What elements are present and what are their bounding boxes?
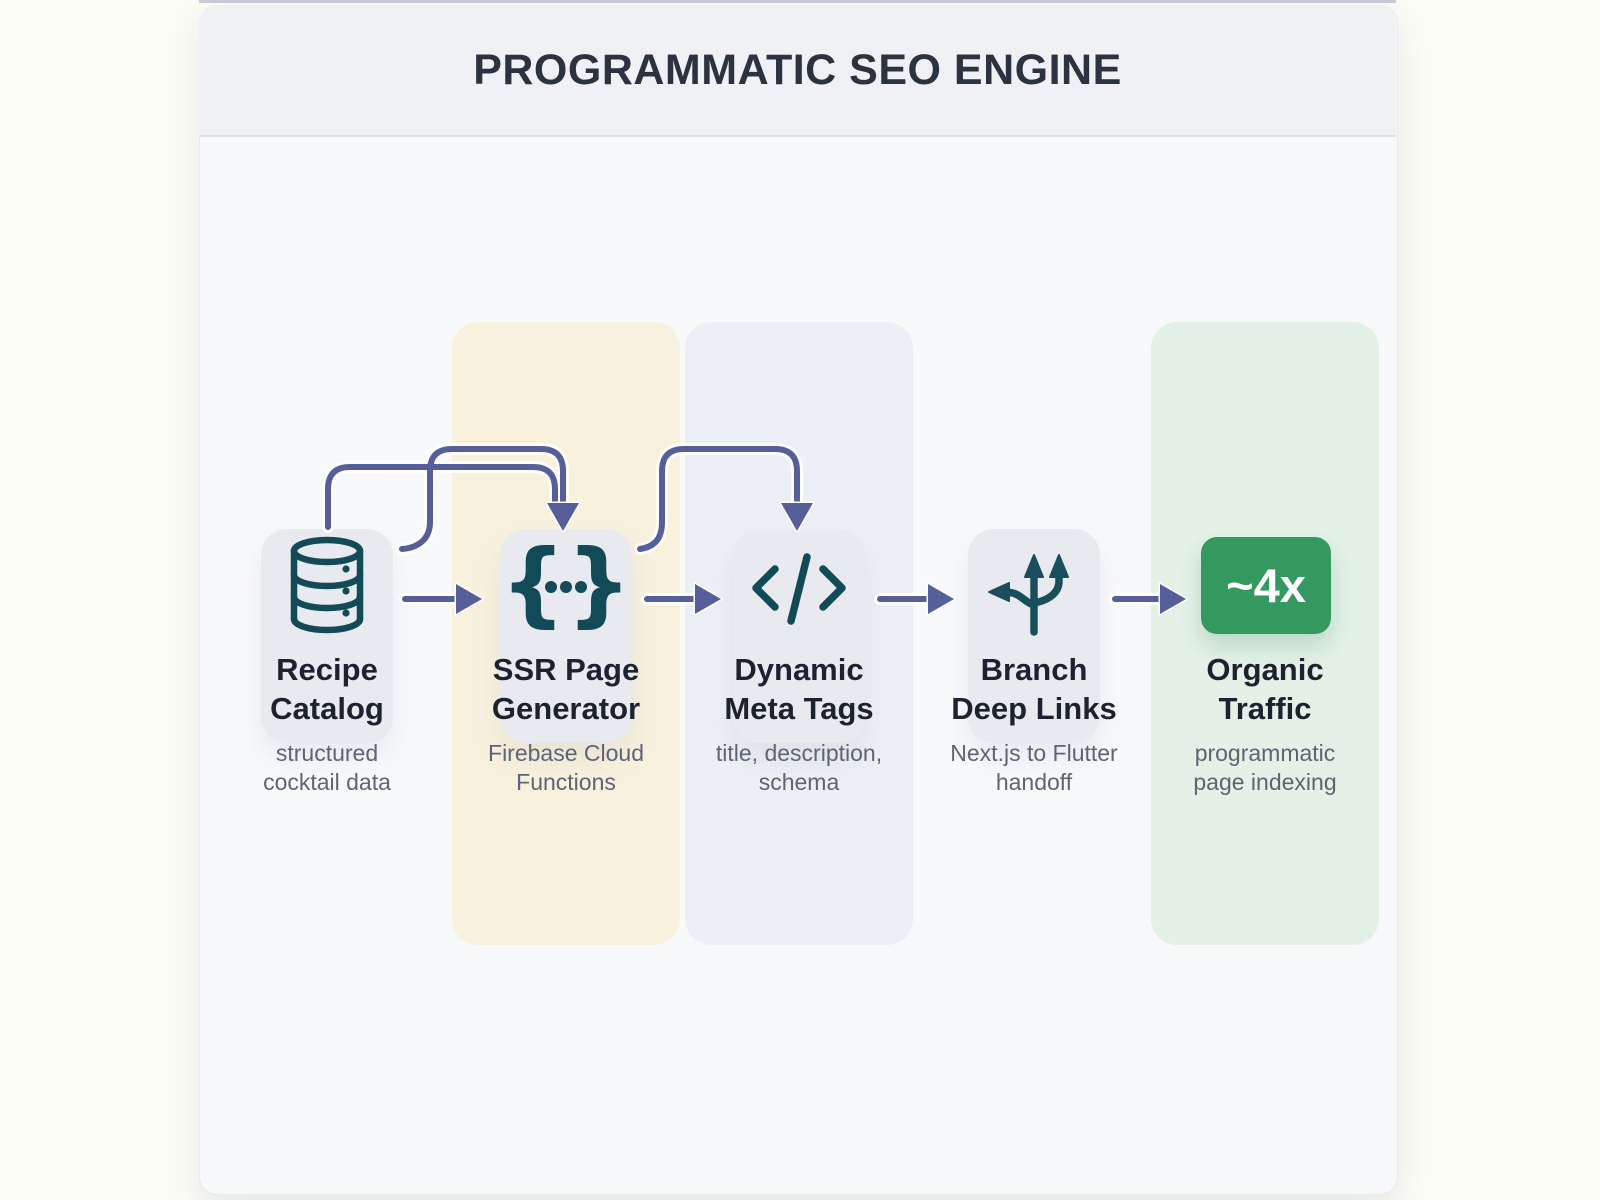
stage-title-dynamic-meta-tags: Dynamic Meta Tags <box>724 652 874 726</box>
branch-split-icon <box>988 554 1069 636</box>
stage-title-ssr-generator: SSR Page Generator <box>491 652 641 726</box>
stage-subtitle-branch-deep-links: Next.js to Flutter handoff <box>950 740 1118 795</box>
code-braces-icon: { } <box>511 531 621 637</box>
card-top-edge <box>199 0 1396 3</box>
stage-subtitle-recipe-catalog: structured cocktail data <box>263 740 391 795</box>
stage-subtitle-organic-traffic: programmatic page indexing <box>1193 740 1337 795</box>
stage-subtitle-ssr-generator: Firebase Cloud Functions <box>488 740 644 795</box>
stage-subtitle-dynamic-meta-tags: title, description, schema <box>715 740 883 795</box>
code-tag-icon <box>752 553 846 625</box>
diagram-header: PROGRAMMATIC SEO ENGINE <box>199 5 1396 137</box>
stage-title-recipe-catalog: Recipe Catalog <box>270 652 384 726</box>
svg-text:}: } <box>566 531 621 637</box>
svg-text:{: { <box>511 531 566 637</box>
stage-box-ssr-generator <box>500 529 632 743</box>
page-title: PROGRAMMATIC SEO ENGINE <box>473 45 1122 94</box>
multiplier-badge: ~4x <box>1201 537 1331 634</box>
stage-title-branch-deep-links: Branch Deep Links <box>951 652 1117 726</box>
stage-title-organic-traffic: Organic Traffic <box>1206 652 1324 726</box>
database-icon <box>290 536 364 634</box>
stage-box-dynamic-meta-tags <box>733 529 865 743</box>
